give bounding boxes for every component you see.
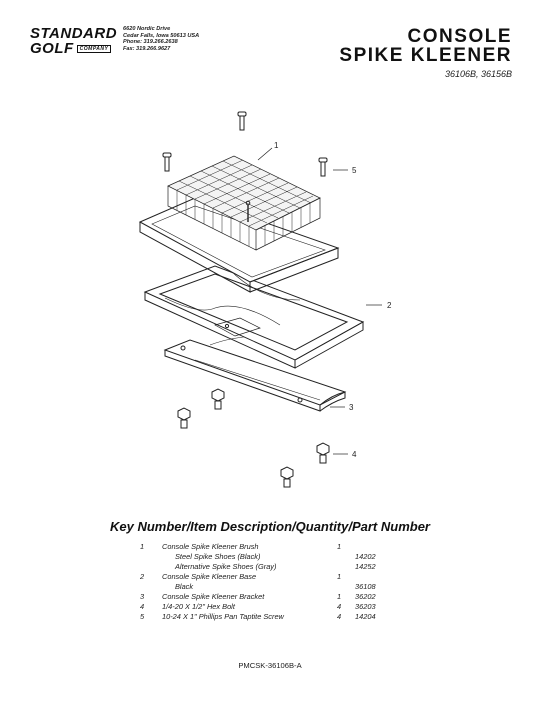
description-cell: Console Spike Kleener Bracket (162, 592, 265, 601)
quantity-cell: 1 (337, 592, 342, 601)
parts-row: Black 36108 (140, 582, 430, 592)
description-cell: Console Spike Kleener Base (162, 572, 257, 581)
address-line: 6620 Nordic Drive (123, 26, 171, 32)
address-line: Cedar Falls, Iowa 50613 USA (123, 32, 200, 39)
part-number-cell: 36202 (355, 592, 376, 601)
quantity-cell (337, 562, 355, 572)
quantity-cell: 1 (337, 572, 342, 581)
parts-row: Steel Spike Shoes (Black) 14202 (140, 552, 430, 562)
callout-1: 1 (274, 141, 279, 150)
callout-3: 3 (349, 403, 354, 412)
part-number-cell (355, 542, 430, 552)
title-line-1: CONSOLE (407, 26, 512, 47)
document-title: CONSOLE SPIKE KLEENER 36106B, 36156B (339, 27, 512, 79)
key-number-cell (140, 552, 162, 562)
hex-bolt-part (177, 388, 330, 488)
parts-row: 3 Console Spike Kleener Bracket 1 36202 (140, 592, 430, 602)
key-number-cell (140, 562, 162, 572)
part-number-cell: 14202 (355, 552, 376, 561)
part-number-cell: 14204 (355, 612, 376, 621)
key-number-cell: 4 (140, 602, 145, 611)
callout-4: 4 (352, 450, 357, 459)
description-cell: Black (175, 582, 194, 591)
parts-row: 1 Console Spike Kleener Brush 1 (140, 542, 430, 552)
quantity-cell (337, 552, 355, 562)
parts-row: Alternative Spike Shoes (Gray) 14252 (140, 562, 430, 572)
address-fax: Fax: 319.266.9627 (123, 45, 171, 52)
logo-tag: COMPANY (76, 45, 112, 54)
parts-row: 5 10-24 X 1" Phillips Pan Taptite Screw 4 1… (140, 612, 430, 622)
title-models: 36106B, 36156B (444, 69, 512, 79)
key-number-cell: 2 (140, 572, 145, 581)
parts-list-heading: Key Number/Item Description/Quantity/Par… (109, 519, 430, 534)
logo-line-1: STANDARD (30, 25, 118, 42)
quantity-cell: 4 (337, 602, 342, 611)
leader-lines (257, 147, 382, 455)
company-address: 6620 Nordic Drive Cedar Falls, Iowa 5061… (123, 26, 199, 52)
description-cell: 1/4-20 X 1/2" Hex Bolt (162, 602, 235, 611)
part-number-cell: 14252 (355, 562, 376, 571)
bracket-part (163, 335, 347, 412)
key-number-cell: 5 (140, 612, 145, 621)
parts-row: 2 Console Spike Kleener Base 1 (140, 572, 430, 582)
address-phone: Phone: 319.266.2638 (123, 39, 178, 46)
brush-spike-grid (167, 155, 321, 251)
brush-part (138, 155, 340, 293)
part-number-cell (355, 572, 430, 582)
quantity-cell (337, 582, 355, 592)
exploded-parts-diagram: 1 2 3 4 5 (138, 111, 392, 488)
key-number-cell: 3 (140, 592, 145, 601)
description-cell: 10-24 X 1" Phillips Pan Taptite Screw (162, 612, 284, 621)
base-part (143, 265, 365, 369)
quantity-cell: 1 (337, 542, 342, 551)
document-code: PMCSK-36106B-A (238, 661, 302, 670)
callout-labels: 1 2 3 4 5 (274, 141, 392, 459)
callout-2: 2 (387, 301, 392, 310)
screw-part (162, 111, 328, 177)
key-number-cell: 1 (140, 542, 145, 551)
description-cell: Alternative Spike Shoes (Gray) (175, 562, 277, 571)
callout-5: 5 (352, 166, 357, 175)
part-number-cell: 36108 (355, 582, 376, 591)
description-cell: Steel Spike Shoes (Black) (175, 552, 261, 561)
description-cell: Console Spike Kleener Brush (162, 542, 259, 551)
title-line-2: SPIKE KLEENER (339, 45, 512, 66)
quantity-cell: 4 (337, 612, 342, 621)
parts-row: 4 1/4-20 X 1/2" Hex Bolt 4 36203 (140, 602, 430, 612)
logo-line-2-text: GOLF (30, 40, 74, 57)
key-number-cell (140, 582, 162, 592)
part-number-cell: 36203 (355, 602, 376, 611)
